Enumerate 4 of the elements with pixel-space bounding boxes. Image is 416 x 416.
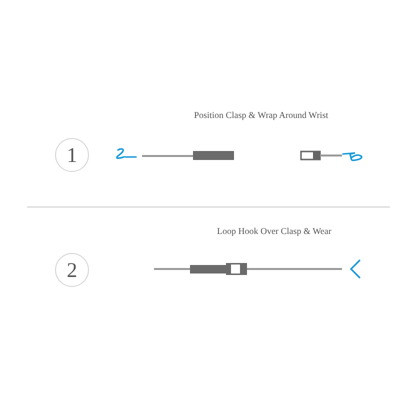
instruction-text: Loop Hook Over Clasp & Wear <box>217 226 332 237</box>
step-number: 2 <box>55 253 89 287</box>
step-number: 1 <box>55 138 89 172</box>
instruction-text: Position Clasp & Wrap Around Wrist <box>194 110 328 121</box>
